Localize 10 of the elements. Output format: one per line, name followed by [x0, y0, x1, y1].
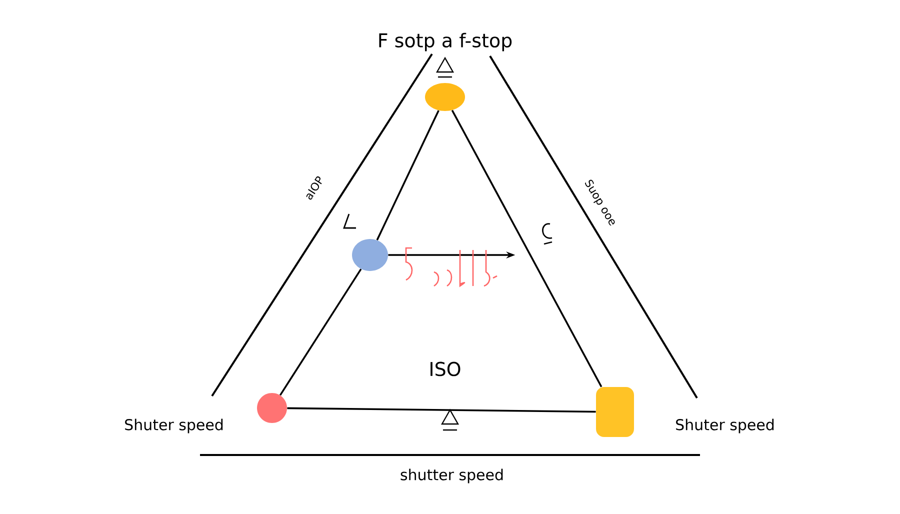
- connector-line: [279, 268, 362, 396]
- connector-line: [287, 407, 596, 413]
- paint-blob: [425, 83, 465, 111]
- connector-line: [451, 110, 602, 388]
- paint-blob: [352, 239, 388, 271]
- text-label: shutter speed: [400, 468, 503, 484]
- connector-line: [376, 110, 440, 240]
- paint-blob: [596, 387, 634, 437]
- paint-blob: [257, 393, 287, 423]
- text-label: ISO: [430, 362, 460, 376]
